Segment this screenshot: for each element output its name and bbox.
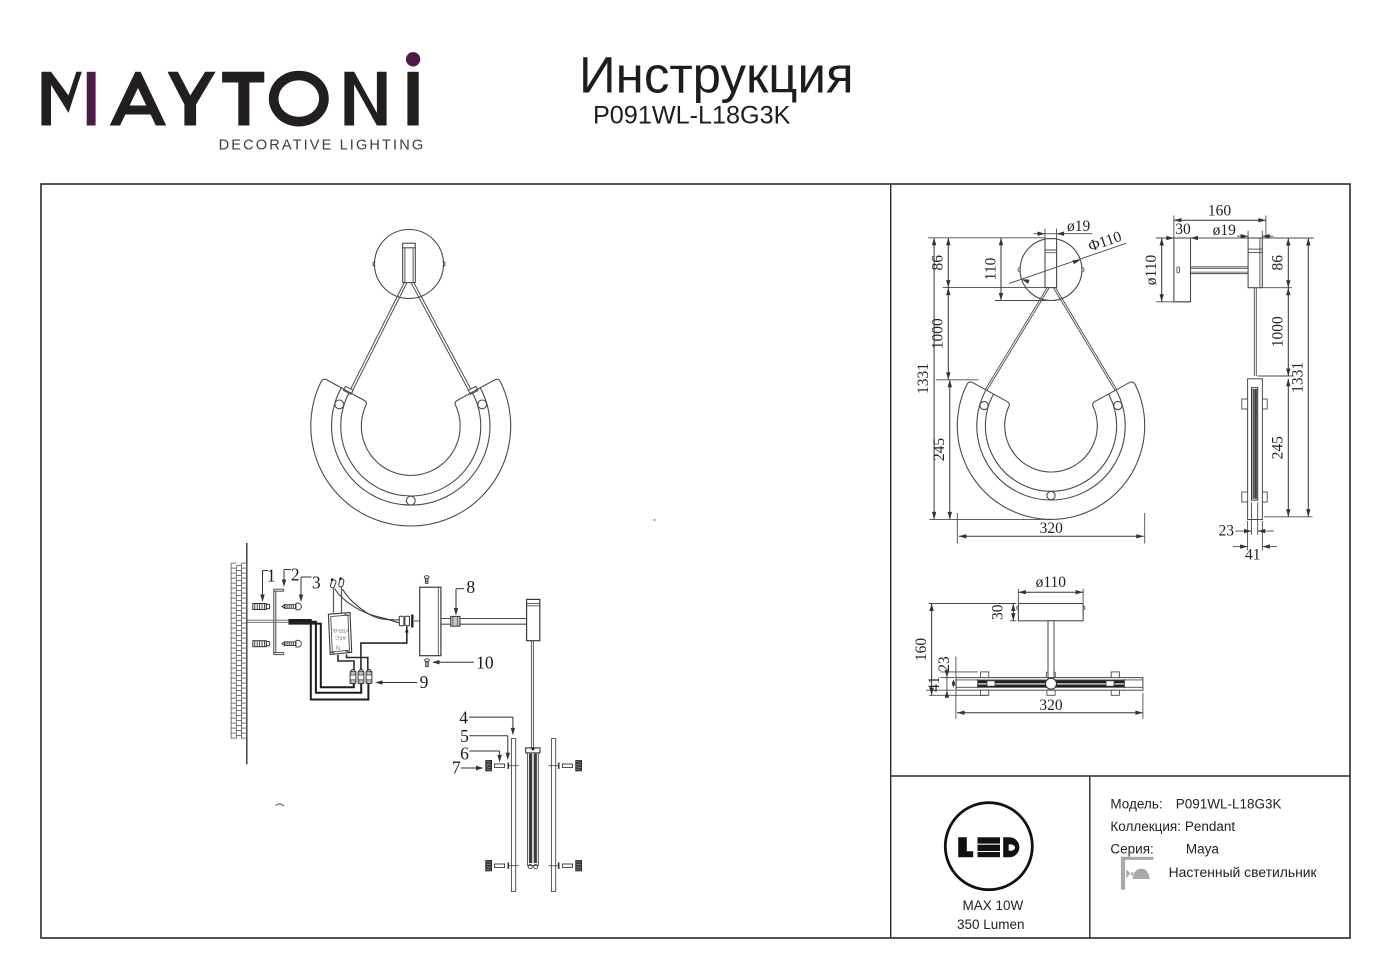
svg-text:4: 4	[459, 707, 468, 727]
svg-text:320: 320	[1040, 520, 1064, 537]
svg-text:41: 41	[1245, 547, 1261, 564]
svg-text:5: 5	[460, 726, 469, 746]
svg-text:ø19: ø19	[1067, 218, 1091, 235]
svg-text:Модель:: Модель:	[1110, 797, 1162, 812]
svg-text:Коллекция:: Коллекция:	[1110, 819, 1181, 834]
svg-text:ø19: ø19	[1213, 222, 1237, 239]
svg-text:3: 3	[312, 573, 321, 593]
svg-text:1000: 1000	[930, 318, 947, 349]
svg-text:1331: 1331	[1290, 362, 1307, 393]
svg-text:23: 23	[936, 656, 953, 672]
svg-text:30: 30	[990, 604, 1007, 620]
svg-text:1000: 1000	[1270, 316, 1287, 347]
svg-text:10: 10	[476, 653, 494, 673]
svg-text:1: 1	[267, 566, 276, 586]
svg-text:Серия:: Серия:	[1110, 842, 1153, 857]
svg-text:23: 23	[1219, 523, 1235, 540]
svg-text:2: 2	[291, 565, 300, 585]
svg-text:6: 6	[460, 744, 469, 764]
svg-text:110: 110	[982, 257, 999, 280]
svg-text:Maya: Maya	[1186, 842, 1220, 857]
svg-text:DECORATIVE LIGHTING: DECORATIVE LIGHTING	[219, 138, 426, 154]
svg-text:ø110: ø110	[1143, 255, 1160, 286]
svg-text:1331: 1331	[915, 363, 932, 394]
svg-text:Настенный светильник: Настенный светильник	[1169, 864, 1318, 880]
svg-text:P091WL-L18G3K: P091WL-L18G3K	[1176, 797, 1282, 812]
svg-text:41: 41	[926, 676, 943, 692]
svg-text:7: 7	[452, 758, 461, 778]
svg-text:8: 8	[466, 577, 475, 597]
svg-text:86: 86	[930, 255, 947, 271]
svg-text:MAX 10W: MAX 10W	[963, 898, 1024, 913]
svg-text:160: 160	[913, 638, 930, 662]
svg-text:320: 320	[1039, 697, 1063, 714]
svg-text:VS9-60: VS9-60	[331, 627, 350, 634]
svg-text:350 Lumen: 350 Lumen	[957, 917, 1025, 932]
svg-text:P091WL-L18G3K: P091WL-L18G3K	[593, 102, 791, 130]
svg-text:Pendant: Pendant	[1185, 819, 1236, 834]
svg-text:AFC: AFC	[335, 634, 346, 641]
svg-text:245: 245	[931, 438, 948, 462]
svg-text:245: 245	[1270, 436, 1287, 460]
svg-text:ø110: ø110	[1036, 574, 1067, 591]
svg-text:Инструкция: Инструкция	[579, 47, 854, 104]
svg-text:30: 30	[1175, 221, 1191, 238]
svg-text:9: 9	[420, 672, 429, 692]
svg-text:160: 160	[1208, 203, 1232, 220]
svg-text:N: N	[336, 646, 340, 652]
svg-text:86: 86	[1270, 255, 1287, 271]
